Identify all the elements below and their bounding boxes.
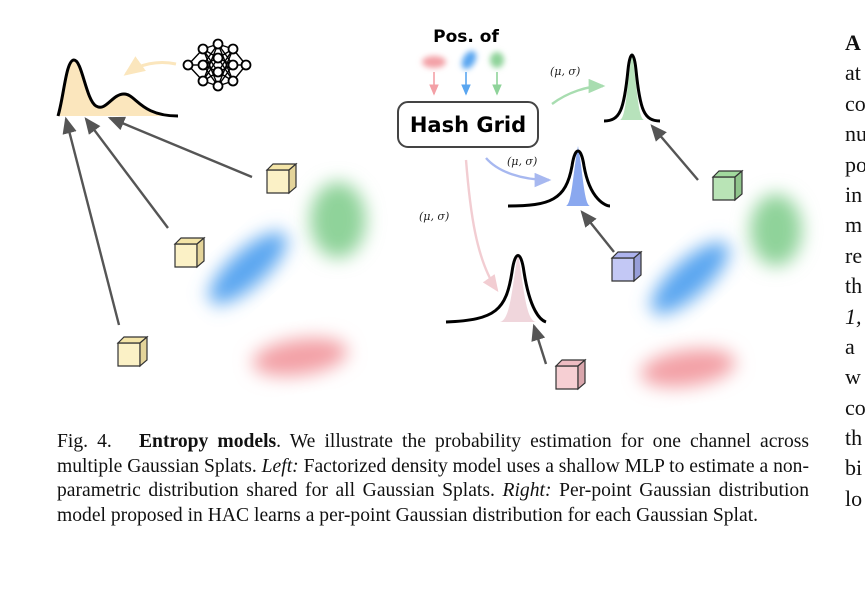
cube-icon	[265, 162, 298, 195]
hash-to-green-arrow	[551, 78, 606, 105]
clipped-side-column-text: A at co nu po in m re th 1, a w co th bi…	[845, 28, 865, 514]
cube-icon	[173, 236, 206, 269]
blue-gaussian-splat	[650, 241, 730, 315]
small-red-splat	[422, 56, 446, 68]
red-gaussian-splat	[252, 337, 348, 377]
side-line: nu	[845, 121, 865, 147]
side-line: a	[845, 333, 855, 359]
side-line: w	[845, 364, 861, 390]
green-gaussian-splat	[310, 182, 366, 258]
cube-arrow-pink	[531, 323, 548, 365]
mlp-network-icon	[182, 38, 252, 92]
side-line: A	[845, 30, 861, 55]
cube-arrow-2	[84, 117, 169, 229]
pos-of-label: Pos. of	[433, 27, 499, 47]
side-line: th	[845, 273, 863, 299]
side-line: re	[845, 242, 863, 268]
side-line: in	[845, 181, 863, 207]
hash-grid-box: Hash Grid	[397, 101, 539, 148]
figure-number: Fig. 4.	[57, 431, 112, 452]
side-line: lo	[845, 485, 863, 511]
small-blue-splat	[461, 50, 477, 70]
blue-gaussian-splat	[208, 231, 288, 305]
hash-to-blue-arrow	[485, 157, 552, 188]
factorized-density-curve	[56, 58, 179, 118]
mu-sigma-label-blue: (μ, σ)	[507, 155, 537, 168]
caption-left-label: Left:	[261, 455, 299, 477]
cube-icon	[610, 250, 643, 283]
blue-gaussian-curve	[507, 149, 611, 208]
cube-icon	[711, 169, 744, 202]
pink-gaussian-fill	[500, 252, 536, 322]
cube-arrow-blue	[580, 210, 615, 253]
side-line: po	[845, 151, 865, 177]
side-line: 1,	[845, 303, 862, 329]
pink-gaussian-curve	[445, 254, 547, 324]
small-green-splat	[490, 52, 504, 68]
caption-left-text: Factorized density model uses a shallow …	[57, 455, 809, 502]
cube-icon	[116, 335, 149, 368]
cube-arrow-1	[107, 116, 253, 179]
cube-arrow-green	[650, 124, 699, 181]
green-gaussian-curve	[603, 53, 661, 123]
red-gaussian-splat	[640, 348, 736, 388]
side-line: co	[845, 90, 865, 116]
caption-right-label: Right:	[502, 480, 552, 502]
side-line: th	[845, 425, 863, 451]
figure-caption: Fig. 4. Entropy models. We illustrate th…	[57, 430, 809, 528]
right-panel: Pos. of Hash Grid (μ, σ) (μ, σ) (μ, σ)	[397, 27, 802, 391]
side-line: bi	[845, 455, 863, 481]
entropy-models-figure: Pos. of Hash Grid (μ, σ) (μ, σ) (μ, σ)	[56, 27, 802, 391]
caption-sentence: . We illustrate the probability estimati…	[57, 431, 809, 477]
cube-arrow-3	[62, 116, 121, 326]
caption-title: Entropy models	[138, 431, 277, 452]
side-line: m	[845, 212, 863, 238]
blue-gaussian-fill	[566, 146, 590, 206]
side-line: co	[845, 394, 865, 420]
mu-sigma-label-green: (μ, σ)	[550, 65, 580, 78]
caption-right-text: Per-point Gaussian distribution model pr…	[57, 480, 809, 526]
hash-to-pink-arrow	[464, 159, 499, 292]
green-gaussian-fill	[620, 52, 644, 120]
hash-grid-label: Hash Grid	[410, 113, 526, 137]
mlp-to-density-arrow	[123, 56, 177, 76]
left-panel	[56, 38, 366, 377]
cube-icon	[554, 358, 587, 391]
mu-sigma-label-pink: (μ, σ)	[419, 210, 449, 223]
factorized-density-fill	[58, 60, 178, 116]
side-line: at	[845, 60, 861, 86]
green-gaussian-splat	[750, 194, 802, 266]
